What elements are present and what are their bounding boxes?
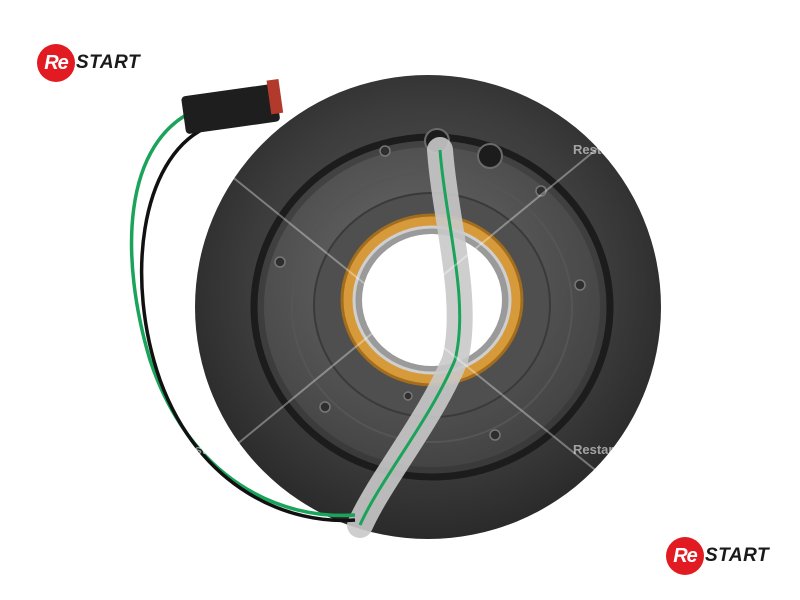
bearing [340, 213, 524, 387]
watermark-lines [229, 129, 621, 491]
connector-plug [181, 78, 284, 134]
logo-text: START [705, 545, 770, 566]
wire-sleeve [347, 137, 473, 538]
logo-badge: Re [666, 537, 704, 575]
watermark-text: Restart [573, 142, 618, 157]
watermark-text: Restart [178, 442, 223, 457]
external-wires [129, 106, 356, 523]
restart-logo: Re START [37, 44, 140, 82]
logo-badge: Re [37, 44, 75, 82]
watermark-text: Restart [573, 442, 618, 457]
bolt-holes [274, 145, 586, 441]
restart-logo: Re START [666, 537, 769, 575]
logo-text: START [76, 52, 141, 73]
